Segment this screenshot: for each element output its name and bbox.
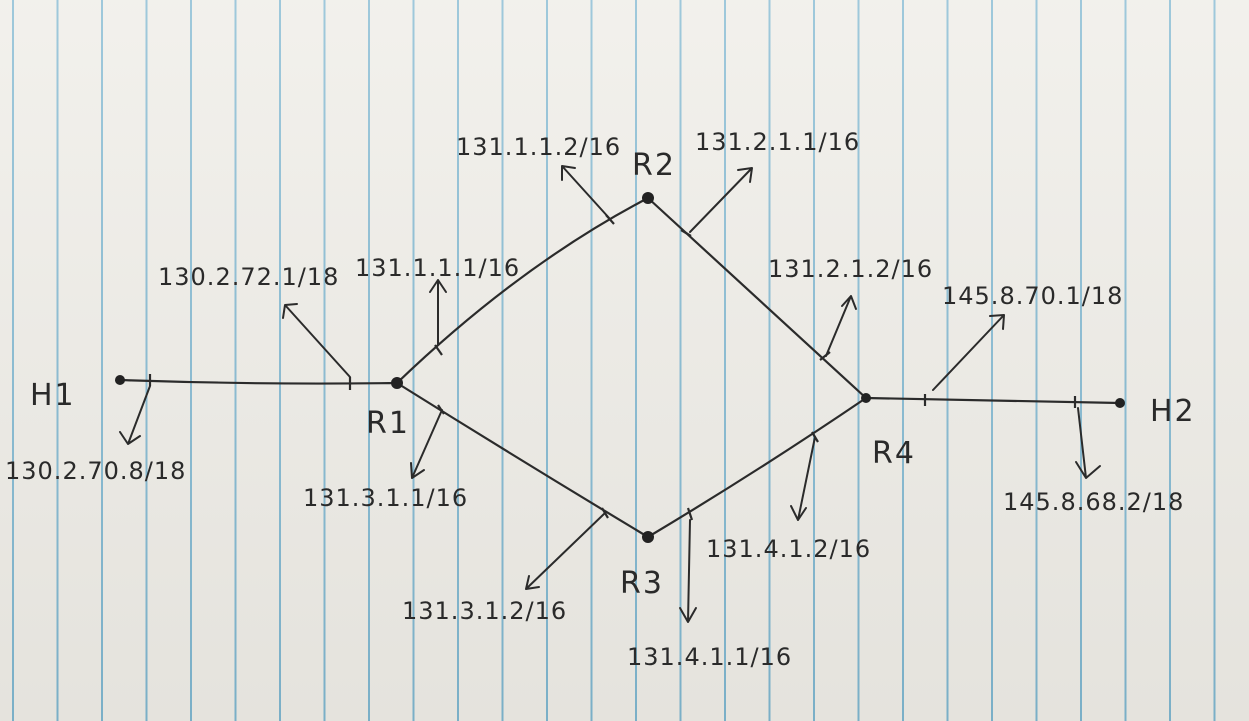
link-r4-h2 — [864, 396, 1122, 405]
interface-label-r2-r4: 131.2.1.1/16 — [695, 128, 861, 156]
link-h1-r1 — [118, 378, 399, 385]
router-r1-dot — [391, 377, 403, 389]
router-r4-dot — [861, 393, 871, 403]
interface-label-r1-r3: 131.3.1.1/16 — [303, 484, 469, 512]
router-r2-dot — [642, 192, 654, 204]
router-r4-label: R4 — [872, 436, 916, 471]
node-dots — [115, 192, 1125, 543]
interface-arrows — [119, 165, 1101, 623]
link-r2-r4 — [646, 196, 868, 400]
interface-ticks — [148, 214, 1077, 521]
host-h2-label: H2 — [1150, 394, 1196, 429]
host-h1-label: H1 — [30, 378, 76, 413]
interface-label-h1: 130.2.70.8/18 — [5, 457, 187, 485]
interface-label-r4-h2: 145.8.70.1/18 — [942, 282, 1124, 310]
interface-label-r4-r2: 131.2.1.2/16 — [768, 255, 934, 283]
router-r3-label: R3 — [620, 566, 664, 601]
link-r1-r2 — [395, 196, 650, 385]
host-h1-dot — [115, 375, 125, 385]
interface-label-r2-r1: 131.1.1.2/16 — [456, 133, 622, 161]
interface-label-r1-r2: 131.1.1.1/16 — [355, 254, 521, 282]
link-r1-r3 — [395, 381, 650, 539]
host-h2-dot — [1115, 398, 1125, 408]
interface-label-r3-r1: 131.3.1.2/16 — [402, 597, 568, 625]
interface-label-r1-h1: 130.2.72.1/18 — [158, 263, 340, 291]
interface-label-r3-r4: 131.4.1.1/16 — [627, 643, 793, 671]
link-r3-r4 — [646, 396, 868, 539]
interface-label-r4-r3: 131.4.1.2/16 — [706, 535, 872, 563]
router-r1-label: R1 — [366, 406, 410, 441]
router-r3-dot — [642, 531, 654, 543]
router-r2-label: R2 — [632, 148, 676, 183]
interface-label-h2: 145.8.68.2/18 — [1003, 488, 1185, 516]
